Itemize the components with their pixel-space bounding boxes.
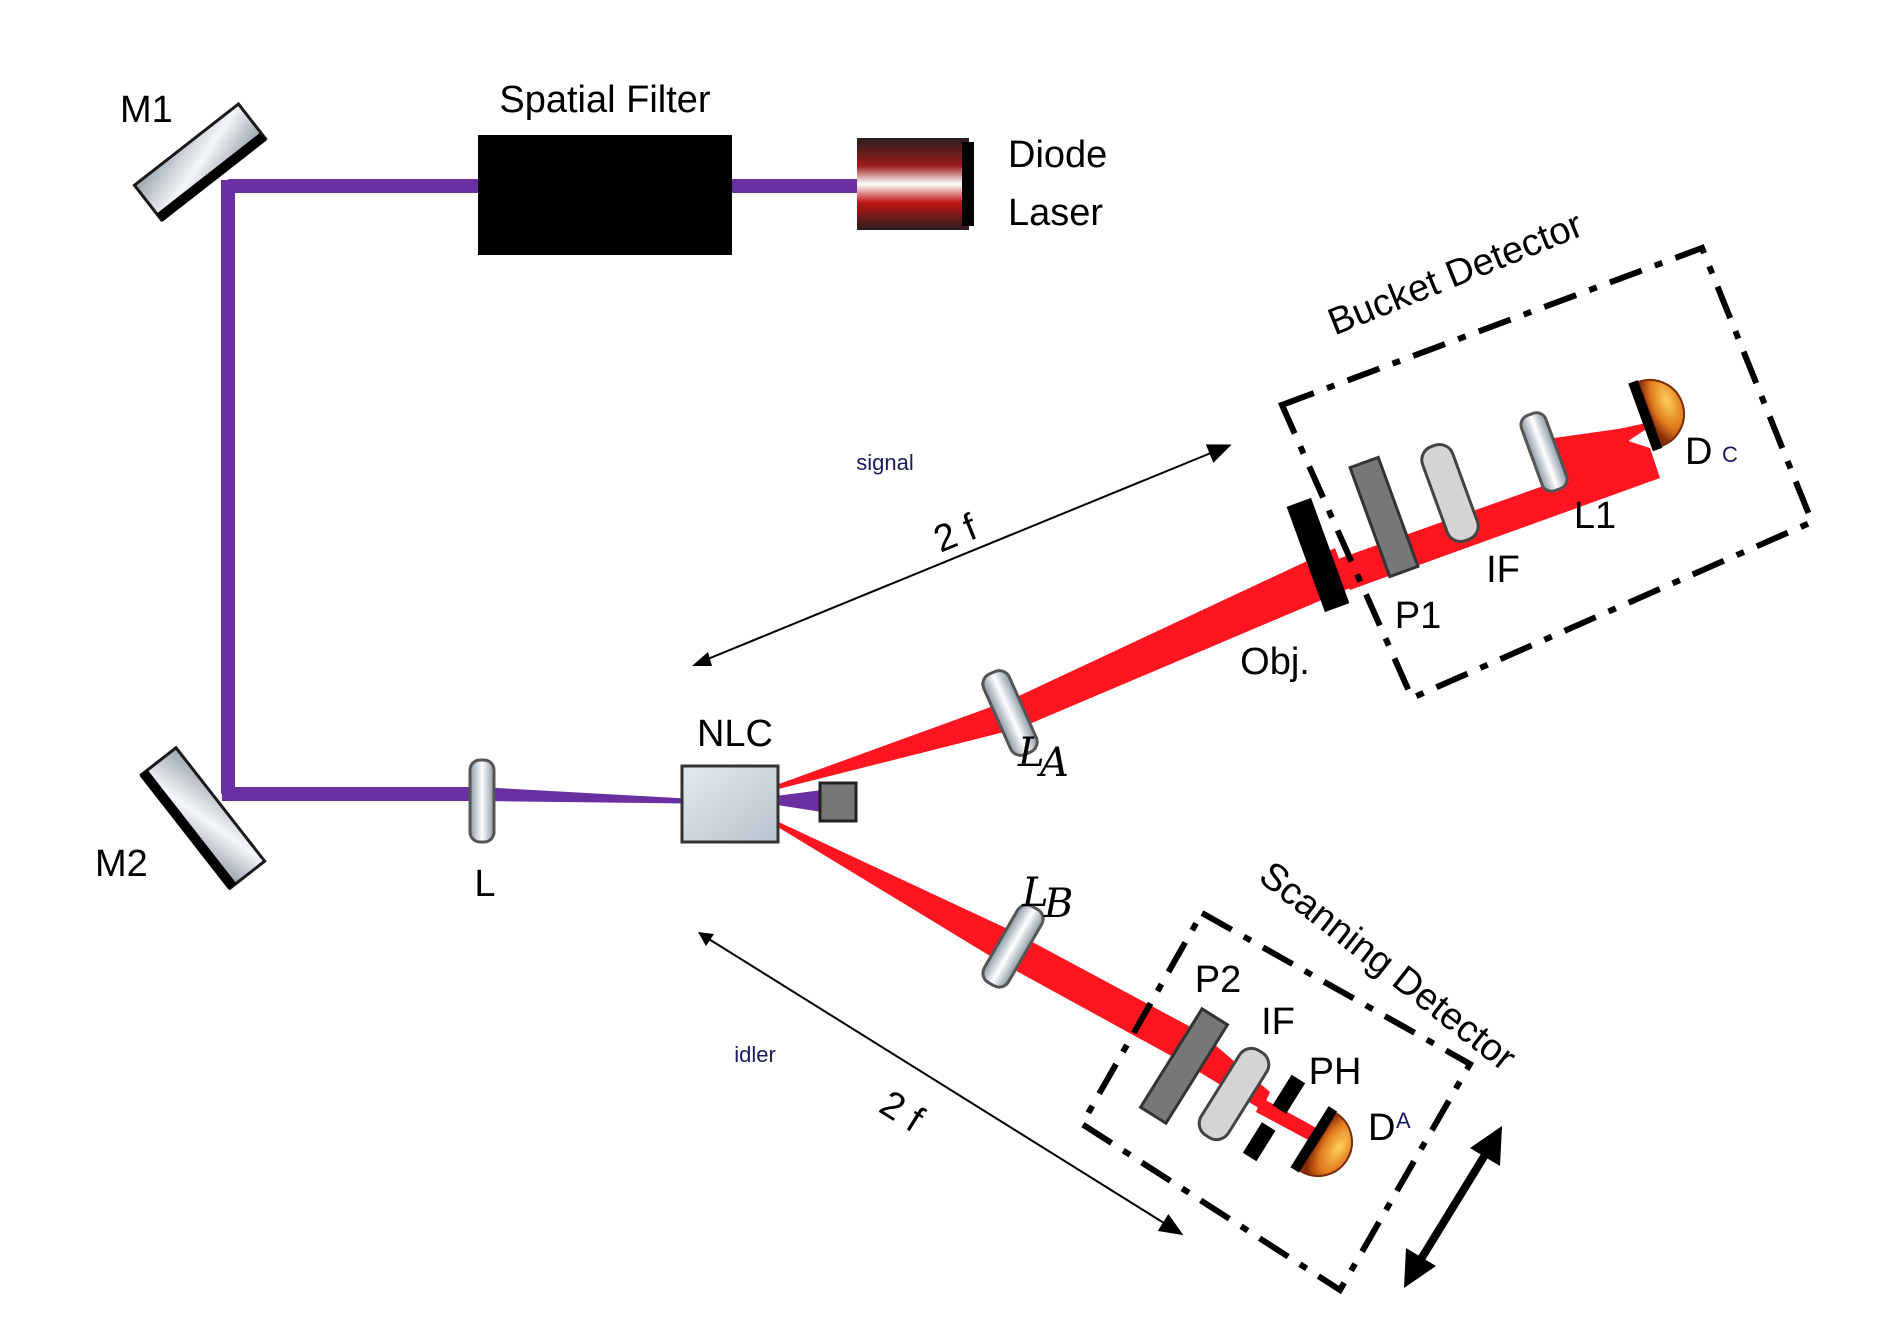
if2-label: IF — [1261, 1001, 1295, 1043]
scan-direction-arrow — [1404, 1126, 1502, 1288]
pinhole-ph — [1242, 1074, 1306, 1162]
lens-lb-label: L — [1021, 870, 1049, 916]
bucket-detector-label: Bucket Detector — [1322, 204, 1589, 344]
signal-distance-arrow — [697, 444, 1232, 664]
scanning-detector-box — [1077, 908, 1475, 1295]
beam-block — [818, 781, 858, 823]
mirror-m1 — [132, 101, 268, 223]
bucket-detector-box — [1277, 244, 1816, 702]
lens-l-label: L — [474, 863, 495, 905]
lens-l — [468, 758, 496, 844]
obj-label: Obj. — [1240, 641, 1310, 683]
scanning-detector-label: Scanning Detector — [1251, 854, 1523, 1080]
nonlinear-crystal — [680, 764, 780, 844]
objective — [1286, 497, 1350, 613]
lens-la-label: L — [1017, 730, 1045, 776]
pump-beam — [221, 179, 860, 804]
signal-label: signal — [856, 450, 913, 475]
lens-lb — [981, 903, 1045, 989]
spatial-filter — [478, 135, 732, 255]
dc-subscript: C — [1722, 442, 1738, 467]
lens-la-subscript: A — [1036, 740, 1069, 786]
p2-label: P2 — [1195, 959, 1241, 1001]
polarizer-p1 — [1348, 455, 1420, 579]
l1-label: L1 — [1574, 495, 1616, 537]
diode-laser — [857, 138, 974, 230]
signal-beam-focus — [1540, 420, 1660, 486]
mirror-m2 — [139, 745, 267, 891]
p1-label: P1 — [1395, 595, 1441, 637]
da-subscript: A — [1396, 1108, 1411, 1133]
signal-2f-label: 2 f — [928, 506, 983, 561]
laser-label: Laser — [1008, 192, 1103, 234]
nlc-label: NLC — [697, 713, 773, 755]
lens-l1 — [1519, 411, 1569, 493]
idler-label: idler — [734, 1042, 776, 1067]
detector-da — [1290, 1106, 1353, 1177]
polarizer-p2 — [1138, 1006, 1230, 1126]
m2-label: M2 — [95, 843, 148, 885]
signal-beam — [735, 428, 1660, 800]
diode-label: Diode — [1008, 134, 1107, 176]
filter-if1 — [1420, 442, 1480, 544]
lens-lb-subscript: B — [1043, 881, 1073, 927]
detector-dc — [1628, 379, 1685, 452]
ph-label: PH — [1309, 1051, 1362, 1093]
spatial-filter-label: Spatial Filter — [499, 79, 711, 121]
idler-distance-arrow — [703, 935, 1184, 1236]
if1-label: IF — [1486, 549, 1520, 591]
idler-2f-label: 2 f — [872, 1083, 930, 1141]
dc-label: D — [1685, 431, 1712, 473]
lens-la — [981, 669, 1039, 757]
filter-if2 — [1197, 1046, 1271, 1142]
da-label: D — [1368, 1107, 1395, 1149]
m1-label: M1 — [120, 89, 173, 131]
residual-pump-beam — [745, 790, 822, 812]
